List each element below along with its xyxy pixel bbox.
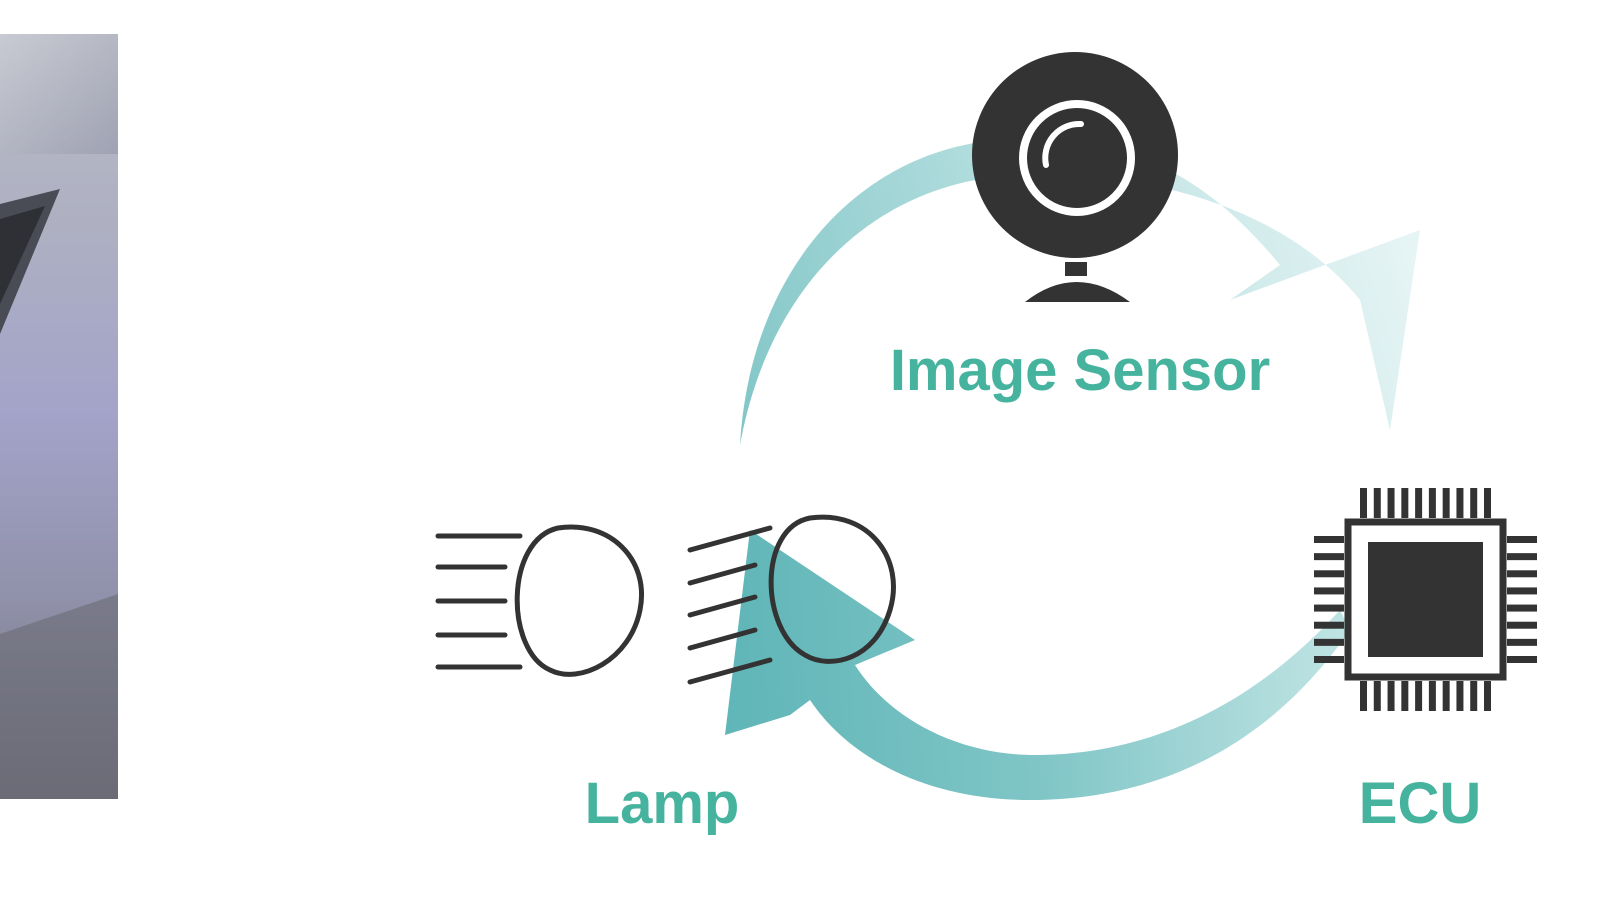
headlamp-icon [687, 514, 896, 685]
car-photo-crop [0, 34, 118, 799]
lamp-label: Lamp [585, 771, 740, 836]
headlamp-icon [435, 524, 644, 677]
ecu-label: ECU [1359, 771, 1481, 836]
webcam-icon [972, 52, 1178, 302]
chip-icon [1314, 488, 1537, 711]
arrow-ecu-to-lamp [725, 530, 1350, 800]
image-sensor-label: Image Sensor [890, 338, 1270, 403]
